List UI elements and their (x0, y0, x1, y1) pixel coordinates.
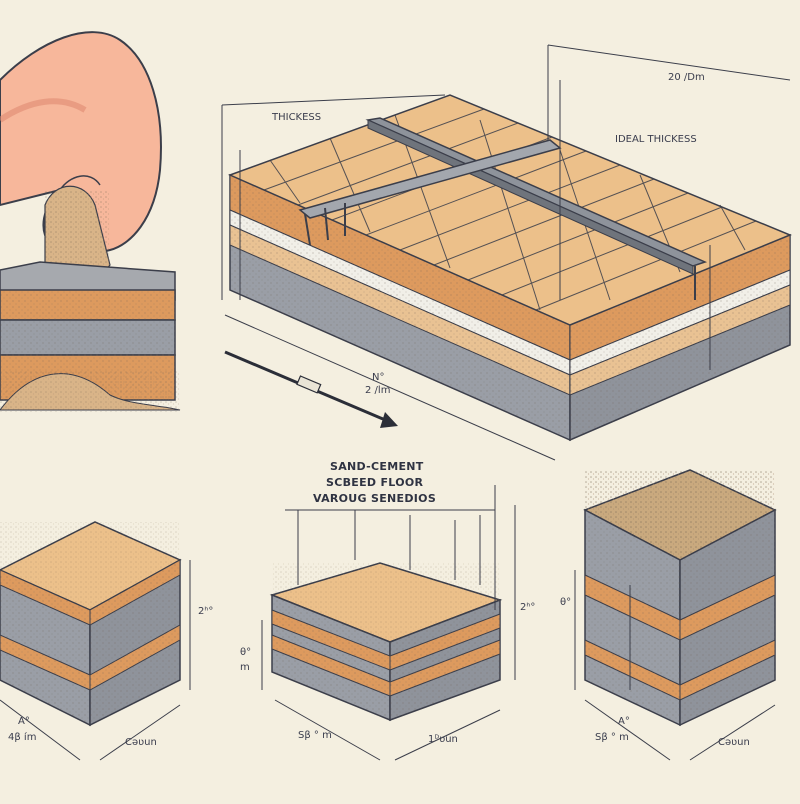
ideal-thickness-label: IDEAL THICKESS (615, 134, 697, 145)
small-layer-block (0, 261, 181, 412)
right-bottom-top-label: A° (618, 716, 630, 727)
left-bottom-top-label: A° (18, 716, 30, 727)
left-bottom-right-label: Cəʋun (125, 737, 157, 748)
left-bottom-left-label: 4β ím (8, 731, 36, 743)
direction-arrow-icon (224, 350, 398, 428)
thickness-label: THICKESS (271, 112, 321, 123)
width-dimension-label: 20 /Dm (668, 72, 705, 83)
title-line-3: VAROUG SENEDIOS (313, 492, 436, 505)
left-screed-sample: 2ʰ° A° 4β ím Cəʋun (0, 521, 213, 761)
depth-dimension-label: 2 /lm (365, 385, 390, 396)
right-bottom-right-label: Cəʋun (718, 737, 750, 748)
title-line-2: SCBEED FLOOR (326, 476, 424, 489)
right-height-label: θ° (560, 597, 571, 608)
left-height-label: 2ʰ° (198, 606, 213, 617)
screed-bar-icon (298, 117, 708, 300)
depth-mark-label: N° (372, 372, 384, 383)
middle-screed-sample: θ° m 2ʰ° Sβ ° m 1ᴰʋun (240, 485, 535, 761)
middle-bottom-left-label: Sβ ° m (298, 730, 332, 741)
middle-left-unit-label: m (240, 662, 250, 673)
title-line-1: SAND-CEMENT (330, 460, 424, 473)
middle-left-label: θ° (240, 647, 251, 658)
right-screed-sample: θ° A° Sβ ° m Cəʋun (560, 469, 777, 761)
large-paved-screed-block: THICKESS IDEAL THICKESS 20 /Dm N° 2 /lm (221, 44, 792, 461)
hand-with-sand-sample (0, 31, 181, 412)
right-bottom-left-label: Sβ ° m (595, 732, 629, 743)
middle-bottom-right-label: 1ᴰʋun (428, 734, 458, 745)
middle-height-label: 2ʰ° (520, 602, 535, 613)
dimension-lines (221, 44, 791, 461)
diagram-title: SAND-CEMENT SCBEED FLOOR VAROUG SENEDIOS (313, 460, 436, 505)
